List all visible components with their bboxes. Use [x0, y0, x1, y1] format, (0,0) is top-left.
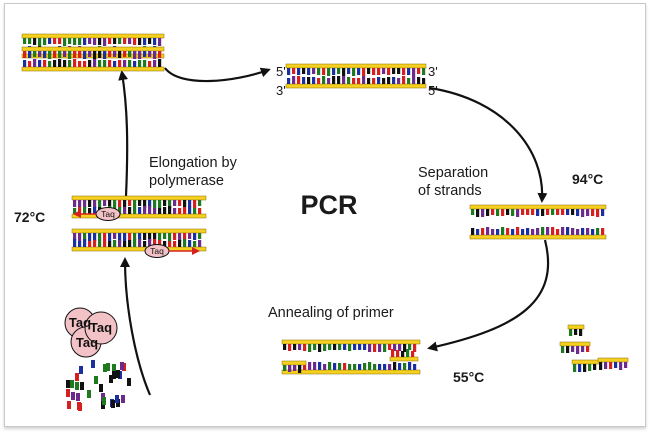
arrow-to-elongation	[120, 257, 152, 396]
nucleotide	[99, 384, 103, 392]
bound-polymerase-bottom: Taq	[144, 244, 200, 258]
arrow-to-product	[118, 70, 129, 197]
nucleotide	[75, 382, 79, 390]
nucleotide	[79, 366, 83, 374]
taq-label: Taq	[101, 209, 115, 219]
diagram-title: PCR	[300, 190, 357, 220]
taq-label: Taq	[69, 315, 91, 330]
separated-strands	[469, 204, 607, 240]
nucleotide	[80, 382, 84, 390]
nucleotide	[66, 380, 70, 388]
temperature-separation: 94°C	[572, 171, 603, 187]
taq-label: Taq	[150, 246, 164, 256]
arrow-to-annealing	[427, 239, 550, 352]
taq-label: Taq	[76, 335, 98, 350]
nucleotide	[121, 395, 125, 403]
nucleotide	[66, 389, 70, 397]
nucleotide	[102, 397, 106, 405]
nucleotide	[91, 360, 95, 368]
dna-strands	[21, 33, 629, 375]
strand-end-3-top-right: 3'	[428, 64, 438, 79]
strand-end-5-bottom-right: 5'	[428, 83, 438, 98]
free-primers	[559, 324, 629, 372]
nucleotide	[75, 373, 79, 381]
nucleotide	[120, 362, 124, 370]
nucleotide	[127, 378, 131, 386]
annealing-label: Annealing of primer	[268, 305, 394, 321]
taq-label: Taq	[90, 320, 112, 335]
separation-label-line1: Separation	[418, 165, 488, 181]
nucleotide	[115, 395, 119, 403]
elongating-strands	[71, 195, 207, 252]
elongation-label-line1: Elongation by	[149, 155, 238, 171]
nucleotide	[87, 390, 91, 398]
free-nucleotides	[66, 360, 131, 411]
nucleotide	[76, 393, 80, 401]
nucleotide	[106, 363, 110, 371]
nucleotide	[71, 392, 75, 400]
nucleotide	[67, 401, 71, 409]
nucleotide	[112, 364, 116, 372]
bound-polymerase-top: Taq	[73, 207, 121, 221]
arrow-to-top-dna	[164, 67, 271, 83]
free-polymerase-cluster: Taq Taq Taq	[64, 307, 118, 358]
dna-double-strand	[285, 63, 427, 89]
nucleotide	[70, 380, 74, 388]
nucleotide	[111, 400, 115, 408]
nucleotide	[112, 371, 116, 379]
strand-end-5-top-left: 5'	[276, 64, 286, 79]
nucleotide	[116, 370, 120, 378]
temperature-annealing: 55°C	[453, 369, 484, 385]
annealed-strands	[281, 339, 421, 375]
nucleotide	[94, 376, 98, 384]
arrow-to-separation	[429, 86, 548, 203]
nucleotide	[109, 375, 113, 383]
nucleotide	[78, 403, 82, 411]
temperature-elongation: 72°C	[14, 209, 45, 225]
elongation-label-line2: polymerase	[149, 173, 224, 189]
nucleotide	[103, 364, 107, 372]
cycle-arrows	[118, 67, 550, 396]
strand-end-3-bottom-left: 3'	[276, 83, 286, 98]
dna-product-strand	[21, 46, 165, 72]
separation-label-line2: of strands	[418, 183, 482, 199]
